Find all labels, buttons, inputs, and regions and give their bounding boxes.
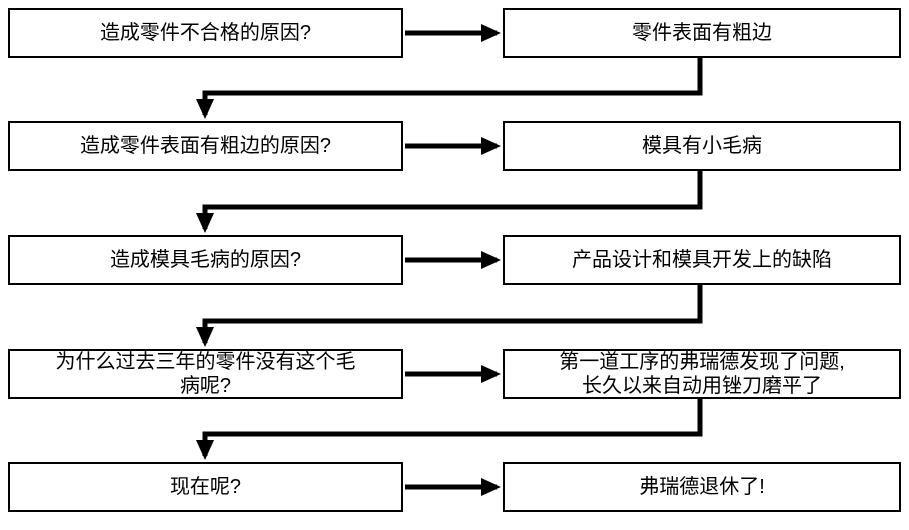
question-label-1: 造成零件不合格的原因? — [99, 22, 312, 44]
elbow-connector-1 — [196, 58, 703, 119]
question-label-3: 造成模具毛病的原因? — [109, 249, 302, 271]
answer-label-3: 产品设计和模具开发上的缺陷 — [572, 249, 832, 271]
question-node-2: 造成零件表面有粗边的原因? — [8, 121, 403, 171]
question-node-4: 为什么过去三年的零件没有这个毛 病呢? — [8, 349, 403, 399]
question-label-2: 造成零件表面有粗边的原因? — [79, 135, 332, 157]
answer-label-1: 零件表面有粗边 — [632, 22, 772, 44]
answer-label-2: 模具有小毛病 — [642, 135, 762, 157]
question-label-5: 现在呢? — [169, 476, 242, 498]
answer-node-1: 零件表面有粗边 — [503, 8, 901, 58]
question-label-4: 为什么过去三年的零件没有这个毛 病呢? — [55, 351, 356, 397]
answer-label-5: 弗瑞德退休了! — [639, 476, 765, 498]
answer-node-2: 模具有小毛病 — [503, 121, 901, 171]
elbow-connector-2 — [196, 171, 703, 233]
elbow-connector-3 — [196, 285, 703, 347]
question-node-1: 造成零件不合格的原因? — [8, 8, 403, 58]
elbow-connector-4 — [196, 399, 703, 460]
answer-node-3: 产品设计和模具开发上的缺陷 — [503, 235, 901, 285]
answer-node-4: 第一道工序的弗瑞德发现了问题, 长久以来自动用锉刀磨平了 — [503, 349, 901, 399]
answer-label-4: 第一道工序的弗瑞德发现了问题, 长久以来自动用锉刀磨平了 — [559, 351, 845, 397]
answer-node-5: 弗瑞德退休了! — [503, 462, 901, 512]
question-node-3: 造成模具毛病的原因? — [8, 235, 403, 285]
question-node-5: 现在呢? — [8, 462, 403, 512]
